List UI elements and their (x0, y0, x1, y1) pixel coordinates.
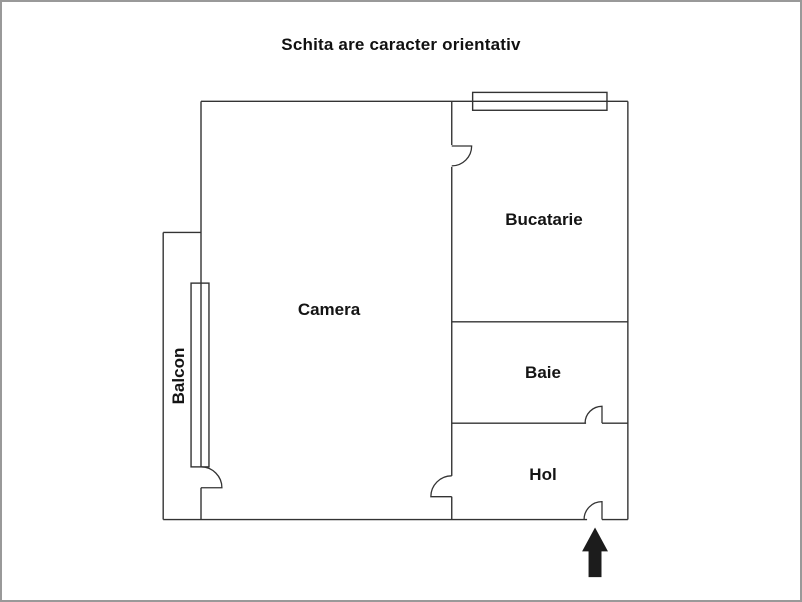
entrance-arrow-icon (582, 527, 608, 578)
kitchen-door-arc-icon (451, 145, 473, 167)
page-title: Schita are caracter orientativ (281, 35, 521, 54)
door-symbols (200, 145, 603, 520)
bathroom-door-arc-icon (584, 405, 603, 424)
wall-lines (162, 100, 629, 521)
room-label-hol: Hol (529, 465, 557, 484)
kitchen-window-icon (471, 91, 608, 111)
camera-hol-door-arc-icon (430, 475, 452, 498)
entrance-door-arc-icon (583, 501, 603, 520)
room-label-camera: Camera (297, 300, 361, 319)
balcony-door-arc-icon (200, 466, 223, 489)
room-label-bucatarie: Bucatarie (505, 210, 583, 229)
room-label-baie: Baie (525, 363, 561, 382)
balcony-window-icon (190, 282, 210, 468)
room-label-balcon: Balcon (169, 347, 188, 405)
window-symbols (190, 91, 608, 468)
